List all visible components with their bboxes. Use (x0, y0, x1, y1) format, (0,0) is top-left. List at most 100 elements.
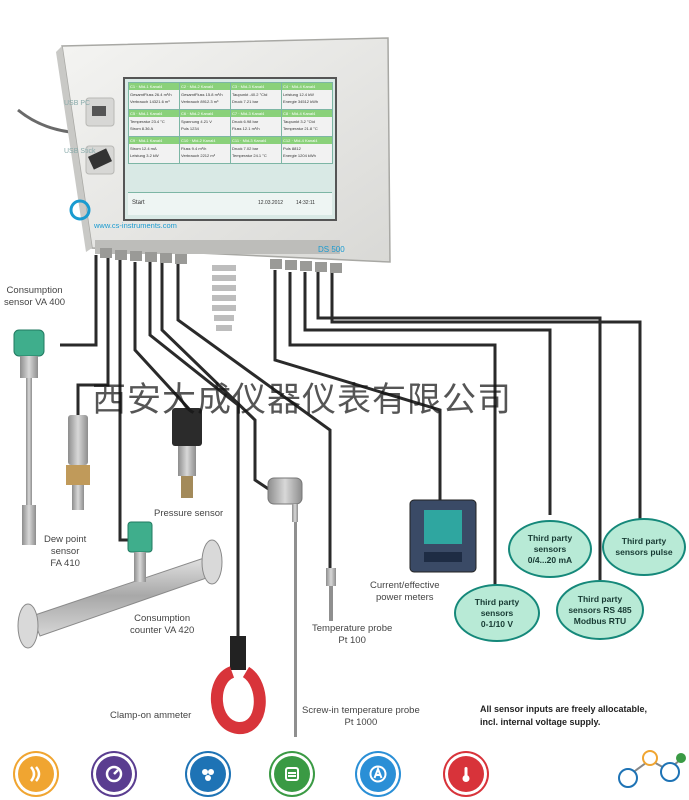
cable-pulse (330, 272, 642, 520)
screen-cell-title: C1 · Mid-1 Kanal4 (129, 83, 179, 90)
cable-counter (118, 260, 128, 542)
screen-cell-value: Fluss 9.4 m³/h (181, 146, 207, 151)
model-name: DS 500 (318, 245, 345, 254)
ampere-icon (360, 756, 396, 792)
screen-cell-title: C2 · Mid-2 Kanal4 (180, 83, 230, 90)
consumption-counter (17, 521, 223, 649)
screen-cell-value: Druck 7.21 bar (232, 99, 259, 104)
screen-cell-value: Fluss 12.1 m³/h (232, 126, 260, 131)
sensor-cables (60, 255, 642, 640)
screen-cell-value: Temperatur 23.4 °C (130, 119, 165, 124)
screen-cell-value: Spannung 4.21 V (181, 119, 212, 124)
screen-cell-title: C7 · Mid-3 Kanal4 (231, 110, 281, 117)
screen-cell-title: C4 · Mid-4 Kanal4 (282, 83, 332, 90)
screen-cell-value: Verbrauch 14321.6 m³ (130, 99, 170, 104)
usb-pc-label: USB PC (64, 100, 91, 107)
screen-cell-title: C12 · Mid-4 Kanal4 (282, 137, 332, 144)
screen-cell-title: C5 · Mid-1 Kanal4 (129, 110, 179, 117)
cable-clamp (148, 262, 240, 640)
flow-icon (18, 756, 54, 792)
screen-status: 14:32:11 (296, 200, 316, 206)
screen-status: 12.03.2012 (258, 200, 284, 206)
screen-cell-value: Verbrauch 8912.3 m³ (181, 99, 219, 104)
cable-010v (288, 272, 497, 590)
dew-point-sensor (66, 415, 90, 510)
screen-start-button[interactable]: Start (132, 200, 145, 206)
screen-cell-value: Puls 1234 (181, 126, 199, 131)
screen-cell-value: Leistung 3.2 kW (130, 153, 159, 158)
pressure-sensor-label: Pressure sensor (154, 508, 224, 519)
usb-stick-label: USB Stick (64, 148, 96, 155)
dew-drops-icon (190, 756, 226, 792)
cable-pressure (133, 262, 192, 412)
screen-cell-value: Energie 34512 kWh (283, 99, 319, 104)
clamp-ammeter (211, 636, 266, 734)
screen-cell-value: Leistung 12.4 kW (283, 92, 314, 97)
cable-power-meter (273, 270, 442, 500)
screen-cell-title: C3 · Mid-3 Kanal4 (231, 83, 281, 90)
gauge-icon (96, 756, 132, 792)
screen-cell-title: C6 · Mid-2 Kanal4 (180, 110, 230, 117)
network-logo (618, 750, 686, 788)
clamp-ammeter-label: Clamp-on ammeter (110, 710, 192, 721)
company-watermark: 西安大成仪器仪表有限公司 (92, 380, 512, 420)
screen-cell-value: Strom 12.4 mA (130, 146, 157, 151)
temp-probe (326, 568, 336, 621)
meter-icon (274, 756, 310, 792)
screw-in-probe (267, 477, 303, 737)
screen-cell-value: Energie 1204 kWh (283, 153, 316, 158)
cable-temp-probe (176, 262, 332, 570)
thermometer-icon (448, 756, 484, 792)
cable-screw-probe (160, 262, 271, 492)
screen-cell-title: C9 · Mid-1 Kanal4 (129, 137, 179, 144)
cable-ma (303, 272, 552, 515)
cable-gland-spiral (212, 265, 236, 331)
screen-cell-title: C8 · Mid-4 Kanal4 (282, 110, 332, 117)
screen-cell-value: Temperatur 24.1 °C (232, 153, 267, 158)
brand-url: www.cs-instruments.com (94, 221, 177, 230)
consumption-sensor (13, 329, 45, 545)
screen-cell-value: Puls 8812 (283, 146, 301, 151)
screen-cell-value: Taupunkt -40.2 °Ctd (232, 92, 268, 97)
cable-rs485 (316, 272, 602, 580)
screen-cell-title: C11 · Mid-3 Kanal4 (231, 137, 281, 144)
screen-footer[interactable]: Start 12.03.2012 14:32:11 (128, 192, 332, 215)
screen-cell-value: Druck 6.98 bar (232, 119, 259, 124)
allocation-note: All sensor inputs are freely allocatable… (480, 704, 648, 727)
cable-dew-point (76, 258, 110, 415)
screen-cell-value: GesamtFluss 26.4 m³/h (130, 92, 172, 97)
cs-logo (69, 199, 91, 221)
power-meter (409, 499, 477, 573)
screen-cell-value: Taupunkt 3.2 °Ctd (283, 119, 315, 124)
screen-cell-value: Verbrauch 2212 m³ (181, 153, 216, 158)
screen-cell-value: Druck 7.02 bar (232, 146, 259, 151)
screen-cell-value: Temperatur 21.8 °C (283, 126, 318, 131)
pressure-sensor (172, 408, 202, 498)
screen-cell-title: C10 · Mid-2 Kanal4 (180, 137, 230, 144)
cable-consumption-sensor (60, 255, 98, 347)
